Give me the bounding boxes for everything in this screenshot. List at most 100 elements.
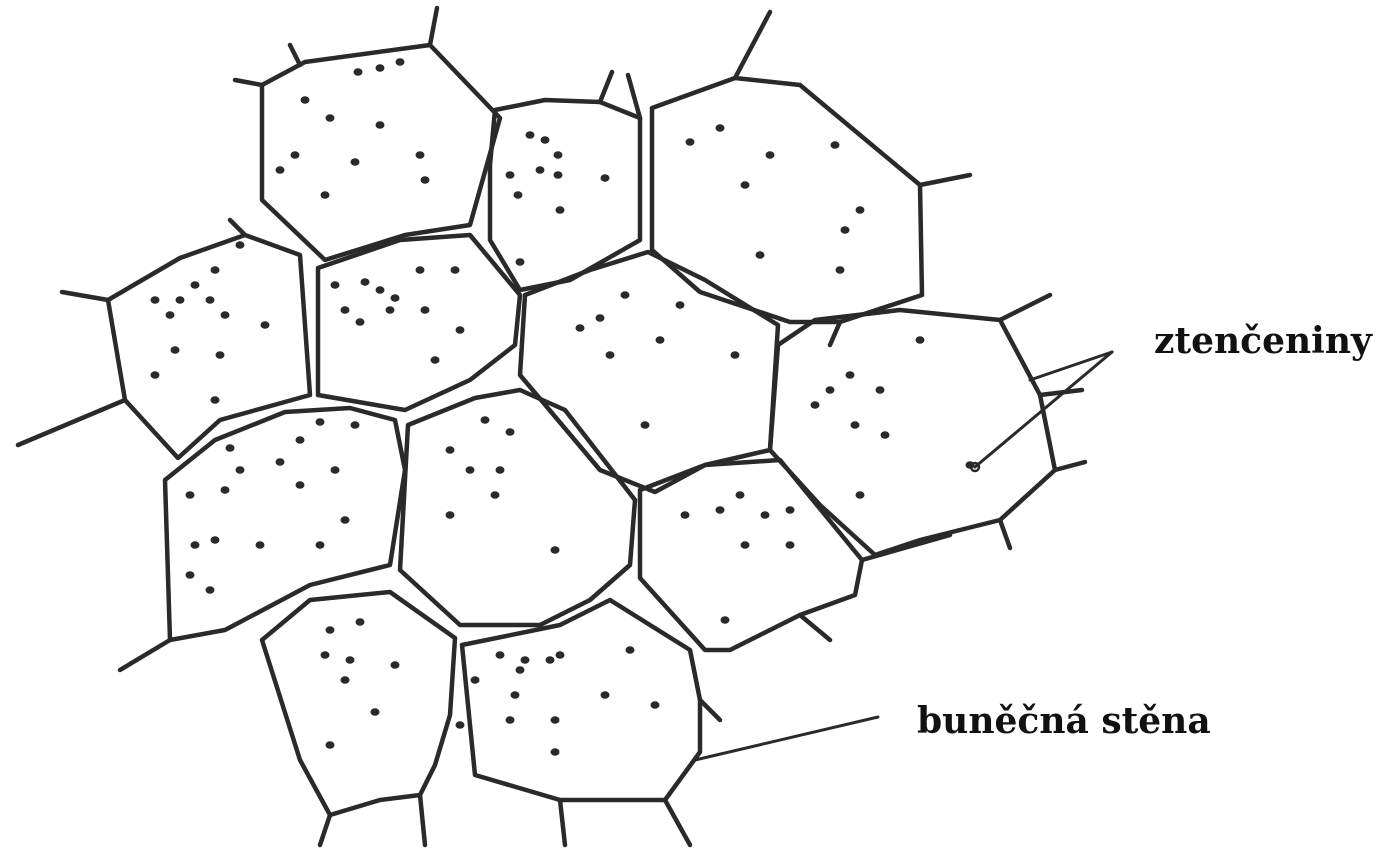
cell-wall-4 [108, 235, 310, 458]
pit-dot [456, 326, 465, 334]
wall-stub [420, 795, 425, 845]
pit-dot [516, 666, 525, 674]
pit-dot [601, 691, 610, 699]
pit-dot [786, 506, 795, 514]
wall-stub [560, 800, 565, 845]
pit-dot [316, 541, 325, 549]
pit-dot [321, 651, 330, 659]
pit-dot [551, 748, 560, 756]
pit-dot [716, 506, 725, 514]
pit-dot [276, 458, 285, 466]
pit-dot [686, 138, 695, 146]
pit-dot [216, 351, 225, 359]
pit-dot [836, 266, 845, 274]
pit-dot [211, 266, 220, 274]
pit-dot [166, 311, 175, 319]
pit-dot [291, 151, 300, 159]
wall-stub [1000, 295, 1050, 320]
cell-wall-8 [165, 408, 405, 640]
pit-dot [236, 241, 245, 249]
pit-dot [741, 181, 750, 189]
pit-dot [656, 336, 665, 344]
cell-wall-10 [640, 460, 862, 650]
pit-dot [456, 721, 465, 729]
pit-dot [421, 306, 430, 314]
pit-dot [916, 336, 925, 344]
pit-dot [521, 656, 530, 664]
pit-dot [341, 516, 350, 524]
pit-dot [206, 296, 215, 304]
leader-line-pits [975, 352, 1112, 467]
wall-stub [290, 45, 300, 65]
pit-dot [556, 206, 565, 214]
pit-dot [376, 286, 385, 294]
pit-dot [421, 176, 430, 184]
pit-dot [356, 618, 365, 626]
pit-dot [326, 741, 335, 749]
pit-dot [541, 136, 550, 144]
pit-dot [554, 151, 563, 159]
pit-dot [811, 401, 820, 409]
wall-stub [430, 8, 437, 45]
pit-dot [741, 541, 750, 549]
pit-dot [191, 281, 200, 289]
pit-dot [451, 266, 460, 274]
pit-dot [346, 656, 355, 664]
wall-stub [800, 615, 830, 640]
pit-dot [356, 318, 365, 326]
wall-stub [735, 12, 770, 78]
pit-dot [416, 266, 425, 274]
pit-dot [496, 466, 505, 474]
pit-dot [856, 206, 865, 214]
pit-dot [256, 541, 265, 549]
pit-dot [514, 191, 523, 199]
pit-dot [676, 301, 685, 309]
pit-dot [551, 716, 560, 724]
pit-dot [766, 151, 775, 159]
wall-stub [700, 700, 720, 720]
pit-dot [556, 651, 565, 659]
wall-stub [1000, 520, 1010, 548]
pit-dot [431, 356, 440, 364]
pit-dot [856, 491, 865, 499]
wall-stub [600, 72, 612, 102]
pit-dot [761, 511, 770, 519]
pit-dot [416, 151, 425, 159]
pit-dot [626, 646, 635, 654]
pit-dot [506, 171, 515, 179]
pit-dot [506, 428, 515, 436]
pit-dot [296, 481, 305, 489]
pit-dot [396, 58, 405, 66]
pit-dot [226, 444, 235, 452]
pit-dot [491, 491, 500, 499]
pit-dot [481, 416, 490, 424]
cell-wall-6 [520, 252, 778, 492]
pit-dot [641, 421, 650, 429]
wall-stub [862, 535, 950, 560]
pit-dot [576, 324, 585, 332]
pit-dot [326, 626, 335, 634]
pit-dot [536, 166, 545, 174]
pit-dot [206, 586, 215, 594]
pit-dot [151, 296, 160, 304]
wall-stub [920, 175, 970, 185]
wall-stub [62, 292, 108, 300]
pit-dot [391, 294, 400, 302]
pit-dot [236, 466, 245, 474]
pit-dot [151, 371, 160, 379]
pit-dot [171, 346, 180, 354]
pit-dot [354, 68, 363, 76]
cell-wall-3 [652, 78, 922, 322]
pit-dot [651, 701, 660, 709]
pit-dot [841, 226, 850, 234]
pit-dot [351, 158, 360, 166]
pit-dot [716, 124, 725, 132]
leader-line-pits [1030, 352, 1112, 380]
pit-dot [371, 708, 380, 716]
pit-dot [361, 278, 370, 286]
pit-dot [446, 446, 455, 454]
wall-stub [120, 640, 170, 670]
pit-dot [221, 311, 230, 319]
pit-dot [191, 541, 200, 549]
pit-dot [351, 421, 360, 429]
